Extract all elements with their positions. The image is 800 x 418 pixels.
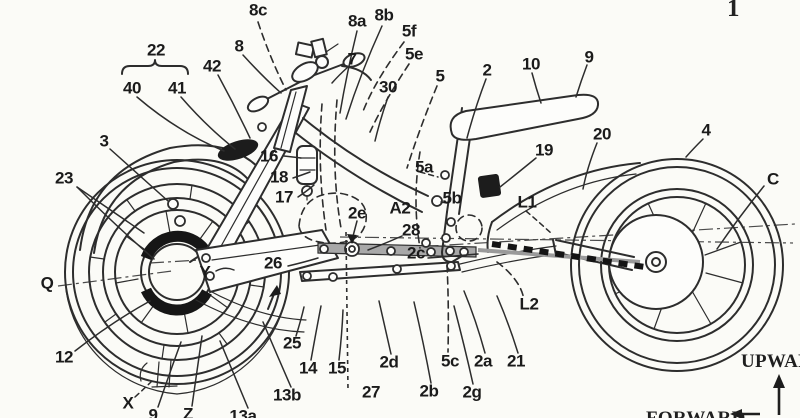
ref-label-8a: 8a [348, 13, 366, 30]
ref-label-22: 22 [147, 42, 165, 59]
ref-label-12: 12 [55, 349, 73, 366]
ref-label-2e: 2e [348, 205, 366, 222]
ref-label-16: 16 [260, 148, 278, 165]
ref-label-28: 28 [402, 222, 420, 239]
ref-label-17: 17 [275, 189, 293, 206]
ref-label-7: 7 [347, 51, 356, 68]
ref-label-5a: 5a [415, 159, 433, 176]
ref-label-9: 9 [148, 407, 157, 418]
ref-label-21: 21 [507, 353, 525, 370]
ref-label-2b: 2b [419, 383, 438, 400]
ref-label-2g: 2g [462, 384, 481, 401]
ref-label-5: 5 [435, 68, 444, 85]
ref-label-2c: 2c [407, 245, 425, 262]
ref-label-18: 18 [270, 169, 288, 186]
ref-label-z: Z [183, 406, 193, 418]
ref-label-2: 2 [482, 62, 491, 79]
ref-label-42: 42 [203, 58, 221, 75]
ref-label-27: 27 [362, 384, 380, 401]
figure-number: 1 [727, 0, 740, 21]
ref-label-20: 20 [593, 126, 611, 143]
ref-label-x: X [123, 395, 134, 412]
ref-label-8: 8 [234, 38, 243, 55]
ref-label-5b: 5b [442, 190, 461, 207]
ref-label-40: 40 [123, 80, 141, 97]
ref-label-2a: 2a [474, 353, 492, 370]
ref-label-13b: 13b [273, 387, 301, 404]
ref-label-26: 26 [264, 255, 282, 272]
ref-label-8b: 8b [374, 7, 393, 24]
ref-label-5f: 5f [402, 23, 416, 40]
ref-label-41: 41 [168, 80, 186, 97]
ref-label-l2: L2 [519, 296, 538, 313]
upward-label: UPWARD [741, 352, 800, 371]
ref-label-8c: 8c [249, 2, 267, 19]
ref-label-5e: 5e [405, 46, 423, 63]
ref-label-14: 14 [299, 360, 317, 377]
ref-label-5c: 5c [441, 353, 459, 370]
ref-label-y: Y [200, 264, 211, 281]
ref-label-19: 19 [535, 142, 553, 159]
ref-label-2d: 2d [379, 354, 398, 371]
ref-label-q: Q [41, 275, 54, 292]
ref-label-10: 10 [522, 56, 540, 73]
ref-label-4: 4 [701, 122, 710, 139]
ref-label-a2: A2 [390, 200, 411, 217]
ref-label-l1: L1 [517, 194, 536, 211]
ref-label-23: 23 [55, 170, 73, 187]
ref-label-c: C [767, 171, 779, 188]
ref-label-3: 3 [99, 133, 108, 150]
ref-label-9: 9 [584, 49, 593, 66]
ref-label-15: 15 [328, 360, 346, 377]
ref-label-25: 25 [283, 335, 301, 352]
ref-label-13a: 13a [229, 408, 256, 418]
ref-label-30: 30 [379, 79, 397, 96]
forward-label: FORWARD [646, 409, 746, 418]
